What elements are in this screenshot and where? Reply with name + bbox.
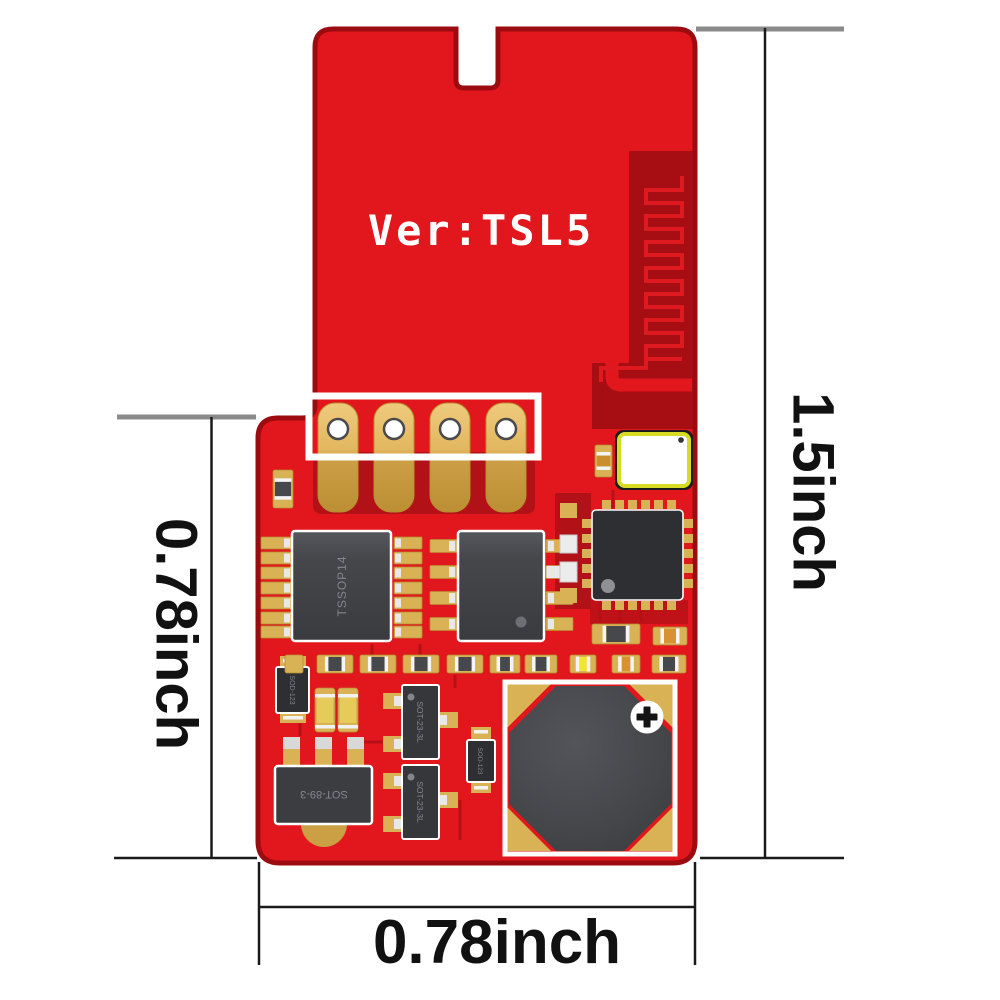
version-silkscreen-text: Ver:TSL5 [368,206,594,255]
sod123-body [466,739,496,783]
buzzer [502,679,678,857]
pad-shine [283,716,303,720]
meander-antenna-trace [599,176,684,382]
pcb-board: Ver:TSL5 [255,26,698,866]
sod123-label: SOD-123 [288,675,295,704]
crystal-oscillator [615,430,693,490]
gold-finger-3 [429,402,471,513]
transistor-sot23-1: SOT-23-3L [383,684,458,760]
pad-shine [440,795,447,805]
cap-body [340,697,356,723]
dim-label-right-height: 1.5inch [781,392,846,592]
sot89-body [273,764,374,826]
pad-shine [474,730,488,734]
passive-component [316,654,354,674]
soic8-pin1-dot [515,616,527,628]
tssop14-label: TSSOP14 [335,555,349,616]
pad [471,727,491,741]
pad-shine [394,819,401,829]
solder-pad-silver [559,534,578,554]
dimension-annotations: 1.5inch 0.78inch 0.78inch [114,26,846,977]
qfn-body [591,509,684,601]
dim-label-left-height: 0.78inch [144,518,209,750]
tssop14-body [290,529,393,643]
ic-tssop14: TSSOP14 [260,529,423,643]
shine [338,694,358,698]
passive-component [489,654,521,674]
buzzer-body [509,686,671,851]
passive-component [402,654,440,674]
passive-component [594,444,613,478]
solder-pad-gold [560,503,577,518]
pad-shine [474,786,488,790]
sot89-legs [283,737,364,768]
passive-component [652,626,688,646]
pad-shine [440,715,447,725]
crystal-body [617,432,691,488]
buzzer-pad-corner [507,684,551,728]
passive-component [359,654,397,674]
passive-component [591,623,641,645]
qfn-pin1-dot [601,579,615,593]
buzzer-pad-corner [507,807,551,851]
pad-hole [438,417,462,441]
shine [315,694,335,698]
antenna-area [592,151,693,429]
passive-component [272,469,294,509]
sot23-body [401,764,440,840]
passive-component [524,654,558,674]
sod123-label: SOD-123 [476,747,483,774]
sot23-label: SOT-23-3L [415,781,425,823]
capacitor-yellow-2 [337,687,359,733]
dimension-right-height: 1.5inch [696,26,846,860]
crystal-pin1-dot [678,437,684,443]
solder-pad-silver [559,561,578,583]
soic8-body [456,529,546,643]
sot23-dot [407,693,415,701]
sot23-dot [407,773,415,781]
passive-component [569,654,597,674]
pad-shadow-pour [313,452,535,514]
sot89-label: SOT-89-3 [300,788,348,800]
pad-shine [394,776,401,786]
passive-component [611,654,641,674]
antenna-feed-trace [605,348,692,392]
transistor-sot23-2: SOT-23-3L [383,764,458,840]
capacitor-yellow-1 [314,687,336,733]
passive-components [272,444,688,674]
pad-hole [494,417,518,441]
cap-body [317,697,333,723]
sot89-tab [301,824,347,847]
sot23-label: SOT-23-3L [415,701,425,743]
pad-hole [382,417,406,441]
buzzer-outline-box [502,679,678,857]
buzzer-pad-corner [629,807,673,851]
buzzer-plus-mark [643,706,651,728]
qfn-pins [582,500,693,610]
sot23-body [401,684,440,760]
diode-sod123-center: SOD-123 [466,727,496,793]
regulator-sot89: SOT-89-3 [273,737,374,847]
pad-shine [394,739,401,749]
passive-component [446,654,484,674]
shine [315,725,335,729]
pcb-board-outline [255,26,698,866]
pad-white-outline-box [305,392,542,461]
pad-shine [394,696,401,706]
edge-connector-pads [305,392,542,514]
dimension-bottom-width: 0.78inch [257,862,697,977]
shine [338,725,358,729]
solder-pad-gold [560,588,577,603]
dimension-left-height: 0.78inch [114,414,257,860]
pad-hole [326,417,350,441]
ic-qfn [559,500,693,610]
passive-component [651,654,687,674]
passive-component [284,654,304,674]
dim-label-bottom-width: 0.78inch [373,908,621,977]
